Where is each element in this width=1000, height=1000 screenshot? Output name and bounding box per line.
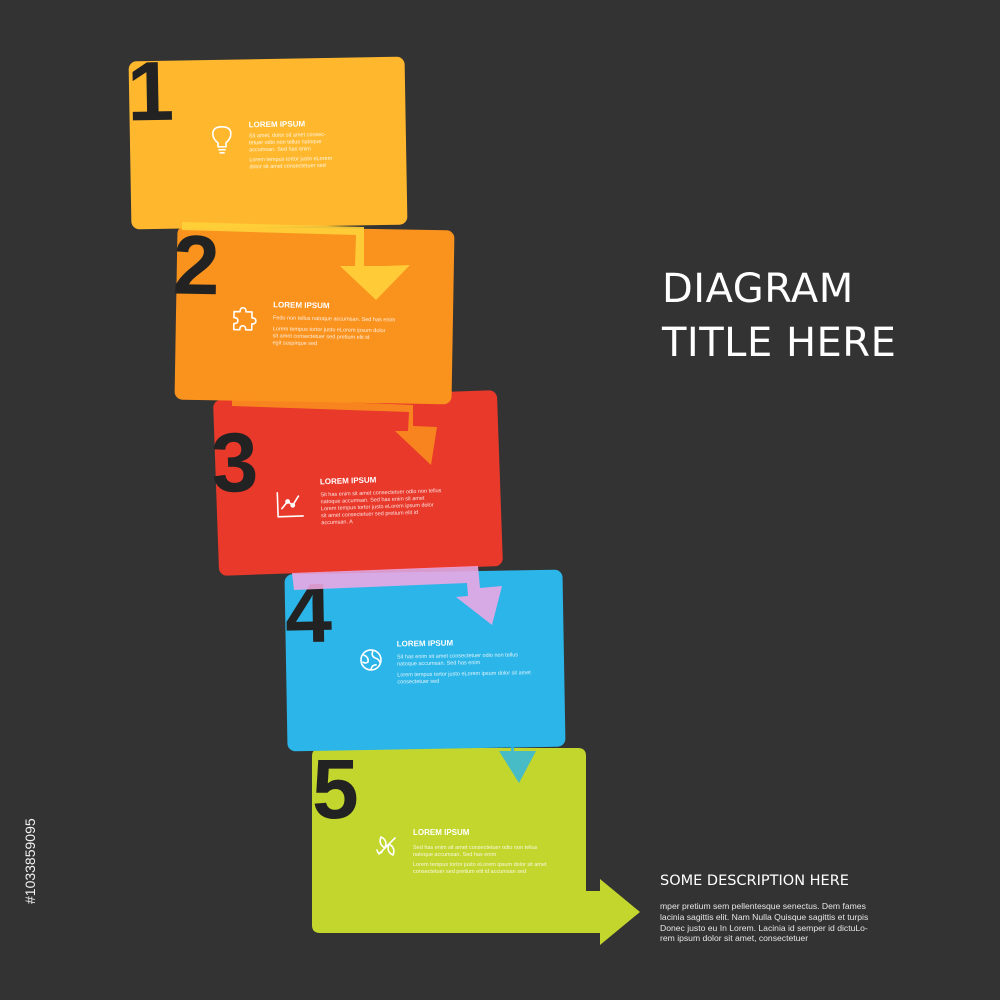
step-4-line-3: Lorem tempus tortor justo eLorem ipsum d… bbox=[397, 670, 531, 678]
lightbulb-icon bbox=[212, 126, 232, 154]
step-2-title: LOREM IPSUM bbox=[273, 300, 330, 310]
step-5-line-3: Lorem tempus tortor justo eLorem ipsum d… bbox=[413, 862, 547, 868]
step-1-line-5: dolor sit amet consectetuer sed bbox=[249, 163, 326, 170]
chart-icon bbox=[276, 492, 304, 518]
step-2-number: 2 bbox=[172, 218, 220, 313]
step-5-line-4: consectetuer sed pretium elit id accumsa… bbox=[413, 869, 526, 875]
diagram-title-line-1: DIAGRAM bbox=[662, 266, 854, 312]
step-1-line-1: Sit amet, dolor sit amet consec- bbox=[249, 132, 326, 139]
step-5-card bbox=[312, 748, 640, 945]
description-line-1: mper pretium sem pellentesque senectus. … bbox=[660, 901, 866, 911]
step-2-line-3: sit amet consectetuer sed pretium elit i… bbox=[273, 333, 370, 341]
description-heading: SOME DESCRIPTION HERE bbox=[660, 873, 849, 889]
step-5-line-2: natoque accumsan. Sed has enim bbox=[413, 852, 497, 858]
description-body: mper pretium sem pellentesque senectus. … bbox=[660, 901, 890, 944]
step-4-arrow bbox=[354, 719, 536, 783]
step-5-line-1: Sed has enim sit amet consectetuer odio … bbox=[413, 845, 538, 851]
stock-id-label: #1033859095 bbox=[22, 818, 38, 904]
step-1-line-4: Lorem tempus tortor justo eLorem bbox=[249, 156, 332, 163]
globe-icon bbox=[360, 649, 382, 671]
step-1-number: 1 bbox=[126, 44, 174, 139]
step-3-line-1: Sit has enim sit amet consectetuer odio … bbox=[320, 488, 441, 498]
step-4: 4 LOREM IPSUM Sit has enim sit amet cons… bbox=[284, 566, 566, 783]
step-3-arrow bbox=[292, 566, 502, 625]
step-3-line-2: natoque accumsan. Sed has enim sit amet bbox=[321, 496, 426, 506]
diagram-title: DIAGRAM TITLE HERE bbox=[662, 262, 896, 370]
leaves-icon bbox=[376, 836, 396, 856]
step-2-line-1: Fedo non tellus natoque accumsan. Sed ha… bbox=[273, 315, 396, 323]
step-5-title: LOREM IPSUM bbox=[413, 828, 470, 837]
step-1-card bbox=[128, 56, 408, 230]
step-2-line-2: Lorem tempus tortor justo eLorem ipsum d… bbox=[273, 326, 386, 334]
step-2-arrow bbox=[232, 398, 437, 465]
step-4-line-1: Sit has enim sit amet consectetuer odio … bbox=[397, 652, 518, 660]
description-line-3: Donec justo eu In Lorem. Lacinia id semp… bbox=[660, 922, 868, 933]
step-4-card bbox=[284, 569, 566, 752]
step-1-arrow bbox=[182, 222, 410, 300]
step-3-line-4: sit amet consectetuer sed pretium elit i… bbox=[321, 510, 418, 519]
step-4-line-2: natoque accumsan. Sed has enim bbox=[397, 660, 481, 667]
step-2-line-4: egit suspirque sed bbox=[272, 340, 317, 347]
step-5: 5 LOREM IPSUM Sed has enim sit amet cons… bbox=[312, 742, 640, 945]
step-5-number: 5 bbox=[312, 742, 359, 836]
step-1: 1 LOREM IPSUM Sit amet, dolor sit amet c… bbox=[126, 44, 410, 300]
step-1-title: LOREM IPSUM bbox=[249, 119, 306, 129]
description-line-2: lacinia sagittis elit. Nam Nulla Quisque… bbox=[660, 911, 869, 922]
step-3-title: LOREM IPSUM bbox=[320, 475, 377, 486]
step-3-number: 3 bbox=[210, 415, 260, 511]
step-3-line-5: accumsan. A bbox=[321, 519, 353, 526]
step-1-line-2: tetuer odio non tellus natoque bbox=[249, 139, 322, 146]
description-line-4: rem ipsum dolor sit amet, consectetuer bbox=[660, 933, 809, 944]
step-4-title: LOREM IPSUM bbox=[397, 639, 454, 649]
step-1-line-3: accumsan. Sed has enim bbox=[249, 146, 311, 153]
diagram-title-line-2: TITLE HERE bbox=[662, 320, 897, 366]
step-3-line-3: Lorem tempus tortor justo eLorem ipsum d… bbox=[321, 502, 434, 512]
step-4-line-4: consectetuer sed bbox=[397, 679, 439, 686]
puzzle-icon bbox=[232, 306, 257, 331]
